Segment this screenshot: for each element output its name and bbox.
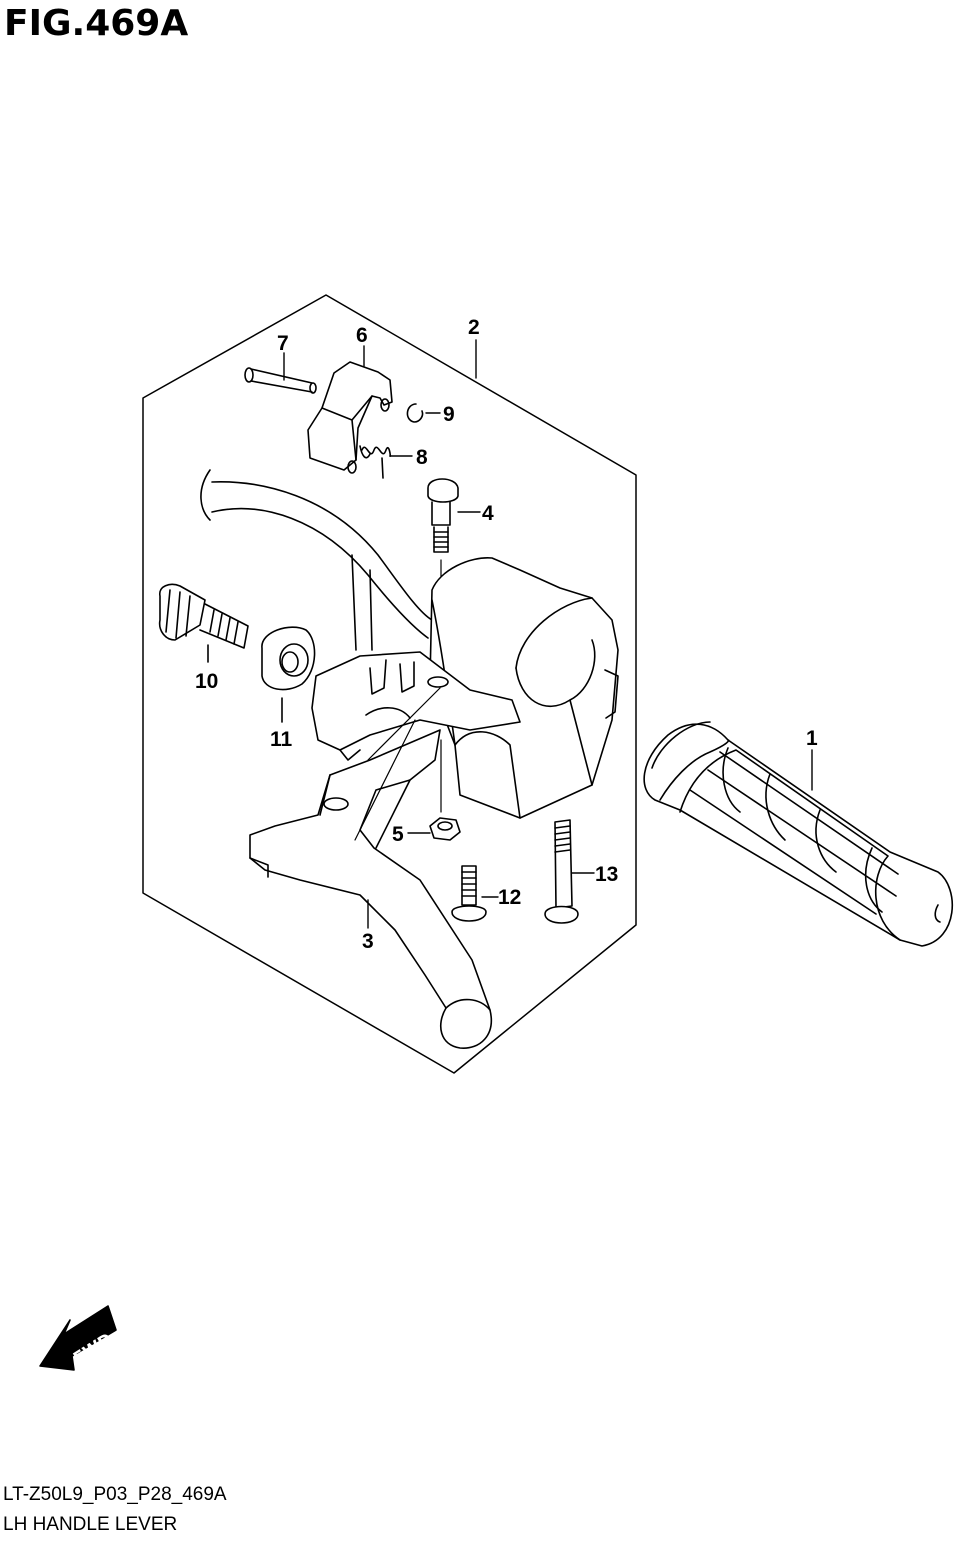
lever-housing <box>429 557 619 819</box>
part-number-9: 9 <box>443 403 455 426</box>
leader-lines <box>283 339 813 929</box>
figure-title: FIG.469A <box>4 3 189 44</box>
lever-bracket <box>311 651 521 761</box>
part-number-8: 8 <box>416 446 428 469</box>
clip-part <box>406 403 424 423</box>
nut-part <box>429 739 461 841</box>
diagram-name: LH HANDLE LEVER <box>3 1514 178 1535</box>
clutch-lever-part <box>249 687 493 1049</box>
long-bolt-part <box>544 819 579 924</box>
locknut-part <box>261 626 316 723</box>
part-number-13: 13 <box>595 863 618 886</box>
part-number-7: 7 <box>277 332 289 355</box>
part-number-10: 10 <box>195 670 218 693</box>
part-number-12: 12 <box>498 886 521 909</box>
part-number-6: 6 <box>356 324 368 347</box>
assembly-boundary <box>142 294 637 1074</box>
part-number-5: 5 <box>392 823 404 846</box>
forward-direction-arrow <box>39 1305 117 1371</box>
spring-part <box>359 445 392 479</box>
diagram-code: LT-Z50L9_P03_P28_469A <box>3 1484 227 1505</box>
cable <box>200 469 433 651</box>
handle-grip-part <box>643 721 953 947</box>
part-number-3: 3 <box>362 930 374 953</box>
part-number-4: 4 <box>482 502 494 525</box>
pin-part <box>244 367 317 394</box>
bracket-part <box>307 361 393 474</box>
part-number-1: 1 <box>806 727 818 750</box>
short-bolt-part <box>451 865 487 922</box>
part-number-2: 2 <box>468 316 480 339</box>
part-number-11: 11 <box>270 728 293 751</box>
adjuster-bolt-part <box>158 583 249 663</box>
